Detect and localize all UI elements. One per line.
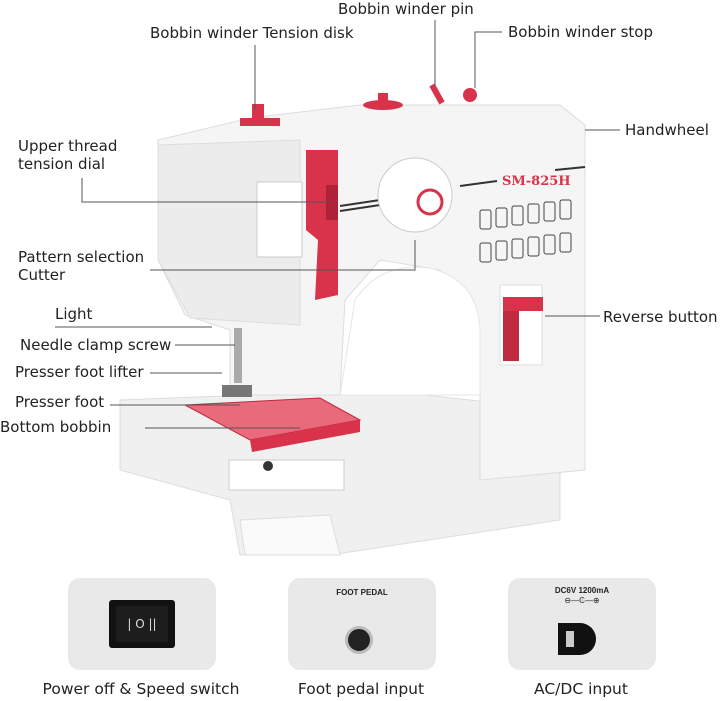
label-bottom-bobbin: Bottom bobbin bbox=[0, 418, 112, 436]
bobbin-winder-stop bbox=[463, 88, 477, 102]
label-presser-foot: Presser foot bbox=[15, 393, 105, 411]
stitch-pattern-icons bbox=[479, 199, 572, 263]
label-needle-clamp-screw: Needle clamp screw bbox=[20, 336, 172, 354]
dc-jack-icon bbox=[558, 623, 596, 655]
bobbin-winder-pin bbox=[429, 83, 445, 105]
dc-input-panel: DC6V 1200mA ⊖—Ͼ—⊕ bbox=[508, 578, 656, 670]
switch-symbols: | O || bbox=[116, 606, 168, 642]
arm-opening bbox=[339, 266, 481, 396]
label-cutter: Cutter bbox=[18, 266, 66, 284]
needle-bar bbox=[234, 328, 242, 383]
leader-lines bbox=[55, 20, 620, 429]
rocker-switch: | O || bbox=[109, 600, 175, 648]
reverse-button bbox=[503, 297, 543, 311]
label-handwheel: Handwheel bbox=[625, 121, 709, 139]
label-bobbin-winder-pin: Bobbin winder pin bbox=[338, 0, 474, 18]
bobbin-winder-tension-disk bbox=[240, 118, 280, 126]
threading-chart bbox=[256, 181, 303, 258]
foot-pedal-text: FOOT PEDAL bbox=[336, 588, 388, 597]
foot-pedal-jack-icon bbox=[345, 626, 373, 654]
label-presser-foot-lifter: Presser foot lifter bbox=[15, 363, 144, 381]
model-name: SM-825H bbox=[502, 174, 571, 189]
label-tension-dial: tension dial bbox=[18, 155, 106, 173]
caption-power-switch: Power off & Speed switch bbox=[42, 680, 240, 698]
caption-foot-pedal: Foot pedal input bbox=[297, 680, 425, 698]
polarity-symbol: ⊖—Ͼ—⊕ bbox=[564, 596, 600, 605]
label-bobbin-winder-stop: Bobbin winder stop bbox=[508, 23, 653, 41]
base-front bbox=[239, 514, 341, 556]
foot-pedal-panel: FOOT PEDAL bbox=[288, 578, 436, 670]
label-reverse-button: Reverse button bbox=[603, 308, 718, 326]
caption-dc-input: AC/DC input bbox=[534, 680, 628, 698]
dc-rating-text: DC6V 1200mA bbox=[554, 586, 610, 595]
presser-foot bbox=[222, 385, 252, 397]
power-switch-panel: | O || bbox=[68, 578, 216, 670]
label-pattern-selection: Pattern selection bbox=[18, 248, 145, 266]
label-light: Light bbox=[55, 305, 93, 323]
warning-label bbox=[228, 459, 345, 491]
label-bobbin-winder-tension-disk: Bobbin winder Tension disk bbox=[150, 24, 354, 42]
label-upper-thread: Upper thread bbox=[18, 137, 118, 155]
